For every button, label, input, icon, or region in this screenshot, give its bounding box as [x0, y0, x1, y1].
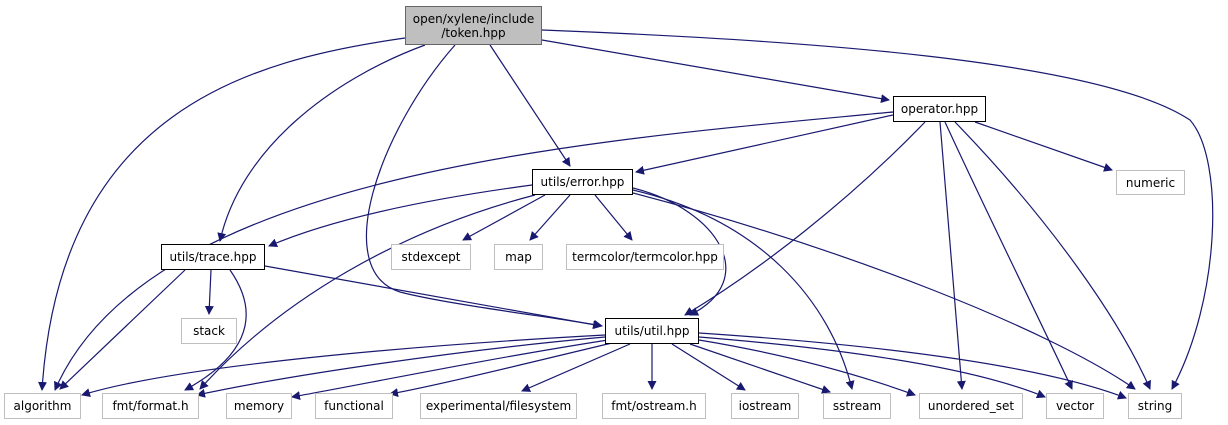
node-fmt-format-h: fmt/format.h — [102, 393, 199, 419]
node-map-label: map — [505, 250, 532, 264]
edge-error-to-string — [632, 192, 1136, 390]
node-experimental-filesystem: experimental/filesystem — [420, 393, 577, 419]
node-termcolor-hpp-label: termcolor/termcolor.hpp — [572, 250, 718, 264]
node-utils-trace-hpp-label: utils/trace.hpp — [169, 250, 257, 264]
edge-error-to-sstream — [632, 189, 855, 390]
edge-root-to-algorithm — [38, 37, 406, 391]
node-memory-label: memory — [233, 399, 285, 413]
node-map: map — [494, 244, 543, 270]
edge-trace-to-algorithm — [59, 269, 186, 390]
node-utils-error-hpp-label: utils/error.hpp — [540, 175, 625, 189]
node-token-hpp-line1: open/xylene/include — [412, 11, 535, 26]
node-unordered-set: unordered_set — [919, 393, 1023, 419]
node-stack: stack — [181, 318, 237, 344]
edge-error-to-map — [529, 194, 571, 241]
edge-root-to-util — [365, 44, 603, 329]
dependency-edges — [38, 29, 1214, 401]
node-functional: functional — [315, 393, 393, 419]
node-sstream: sstream — [823, 393, 891, 419]
edge-operator-to-vector — [944, 121, 1073, 390]
node-stdexcept-label: stdexcept — [401, 250, 461, 264]
node-experimental-filesystem-label: experimental/filesystem — [425, 399, 572, 413]
edge-operator-to-unordered_set — [939, 121, 966, 390]
node-algorithm-label: algorithm — [13, 399, 72, 413]
edge-trace-to-stack — [204, 269, 214, 315]
node-utils-util-hpp-label: utils/util.hpp — [614, 324, 690, 338]
node-fmt-ostream-h-label: fmt/ostream.h — [611, 399, 697, 413]
edge-operator-to-numeric — [974, 121, 1113, 172]
node-token-hpp-line2: /token.hpp — [441, 25, 506, 40]
node-iostream-label: iostream — [738, 399, 792, 413]
node-stack-label: stack — [193, 324, 225, 338]
edge-util-to-filesystem — [521, 343, 631, 392]
edge-root-to-trace — [217, 44, 426, 242]
node-algorithm: algorithm — [4, 393, 81, 419]
node-termcolor-hpp: termcolor/termcolor.hpp — [566, 244, 724, 270]
node-operator-hpp[interactable]: operator.hpp — [893, 96, 986, 122]
node-fmt-ostream-h: fmt/ostream.h — [602, 393, 706, 419]
edge-util-to-functional — [389, 342, 613, 398]
node-token-hpp: open/xylene/include /token.hpp — [405, 6, 542, 45]
node-vector: vector — [1046, 393, 1104, 419]
edge-operator-to-string — [954, 121, 1151, 390]
edge-util-to-memory — [291, 339, 609, 401]
node-string: string — [1128, 393, 1182, 419]
node-string-label: string — [1137, 399, 1173, 413]
edge-operator-to-error — [635, 114, 894, 175]
edge-root-to-string — [541, 29, 1214, 390]
node-stdexcept: stdexcept — [391, 244, 471, 270]
edge-util-to-string — [698, 332, 1127, 400]
node-iostream: iostream — [731, 393, 799, 419]
edge-util-to-sstream — [689, 343, 831, 394]
node-numeric: numeric — [1116, 170, 1185, 195]
edge-error-to-termcolor — [594, 194, 633, 241]
node-vector-label: vector — [1055, 399, 1095, 413]
node-numeric-label: numeric — [1125, 175, 1176, 190]
node-operator-hpp-label: operator.hpp — [900, 102, 979, 116]
edge-util-to-unordered_set — [698, 339, 916, 397]
edge-root-to-operator — [541, 39, 890, 104]
edge-error-to-trace — [268, 184, 533, 248]
edge-operator-to-util — [684, 121, 926, 316]
edge-trace-to-fmt_format — [184, 269, 247, 391]
node-unordered-set-label: unordered_set — [927, 399, 1015, 413]
edge-root-to-error — [489, 44, 571, 167]
edge-util-to-vector — [698, 336, 1046, 399]
edge-error-to-fmt_format — [199, 194, 536, 390]
edge-util-to-fmt_format — [196, 336, 606, 398]
node-fmt-format-h-label: fmt/format.h — [112, 399, 189, 413]
node-utils-util-hpp[interactable]: utils/util.hpp — [605, 318, 699, 344]
node-utils-error-hpp[interactable]: utils/error.hpp — [532, 169, 633, 195]
node-memory: memory — [226, 393, 292, 419]
node-functional-label: functional — [324, 399, 384, 413]
edge-util-to-algorithm — [81, 334, 606, 397]
edge-trace-to-util — [264, 265, 602, 330]
edge-operator-to-algorithm — [54, 111, 894, 391]
edge-error-to-stdexcept — [462, 194, 546, 241]
node-sstream-label: sstream — [832, 399, 882, 413]
node-utils-trace-hpp[interactable]: utils/trace.hpp — [161, 244, 265, 270]
edge-util-to-iostream — [671, 343, 746, 391]
